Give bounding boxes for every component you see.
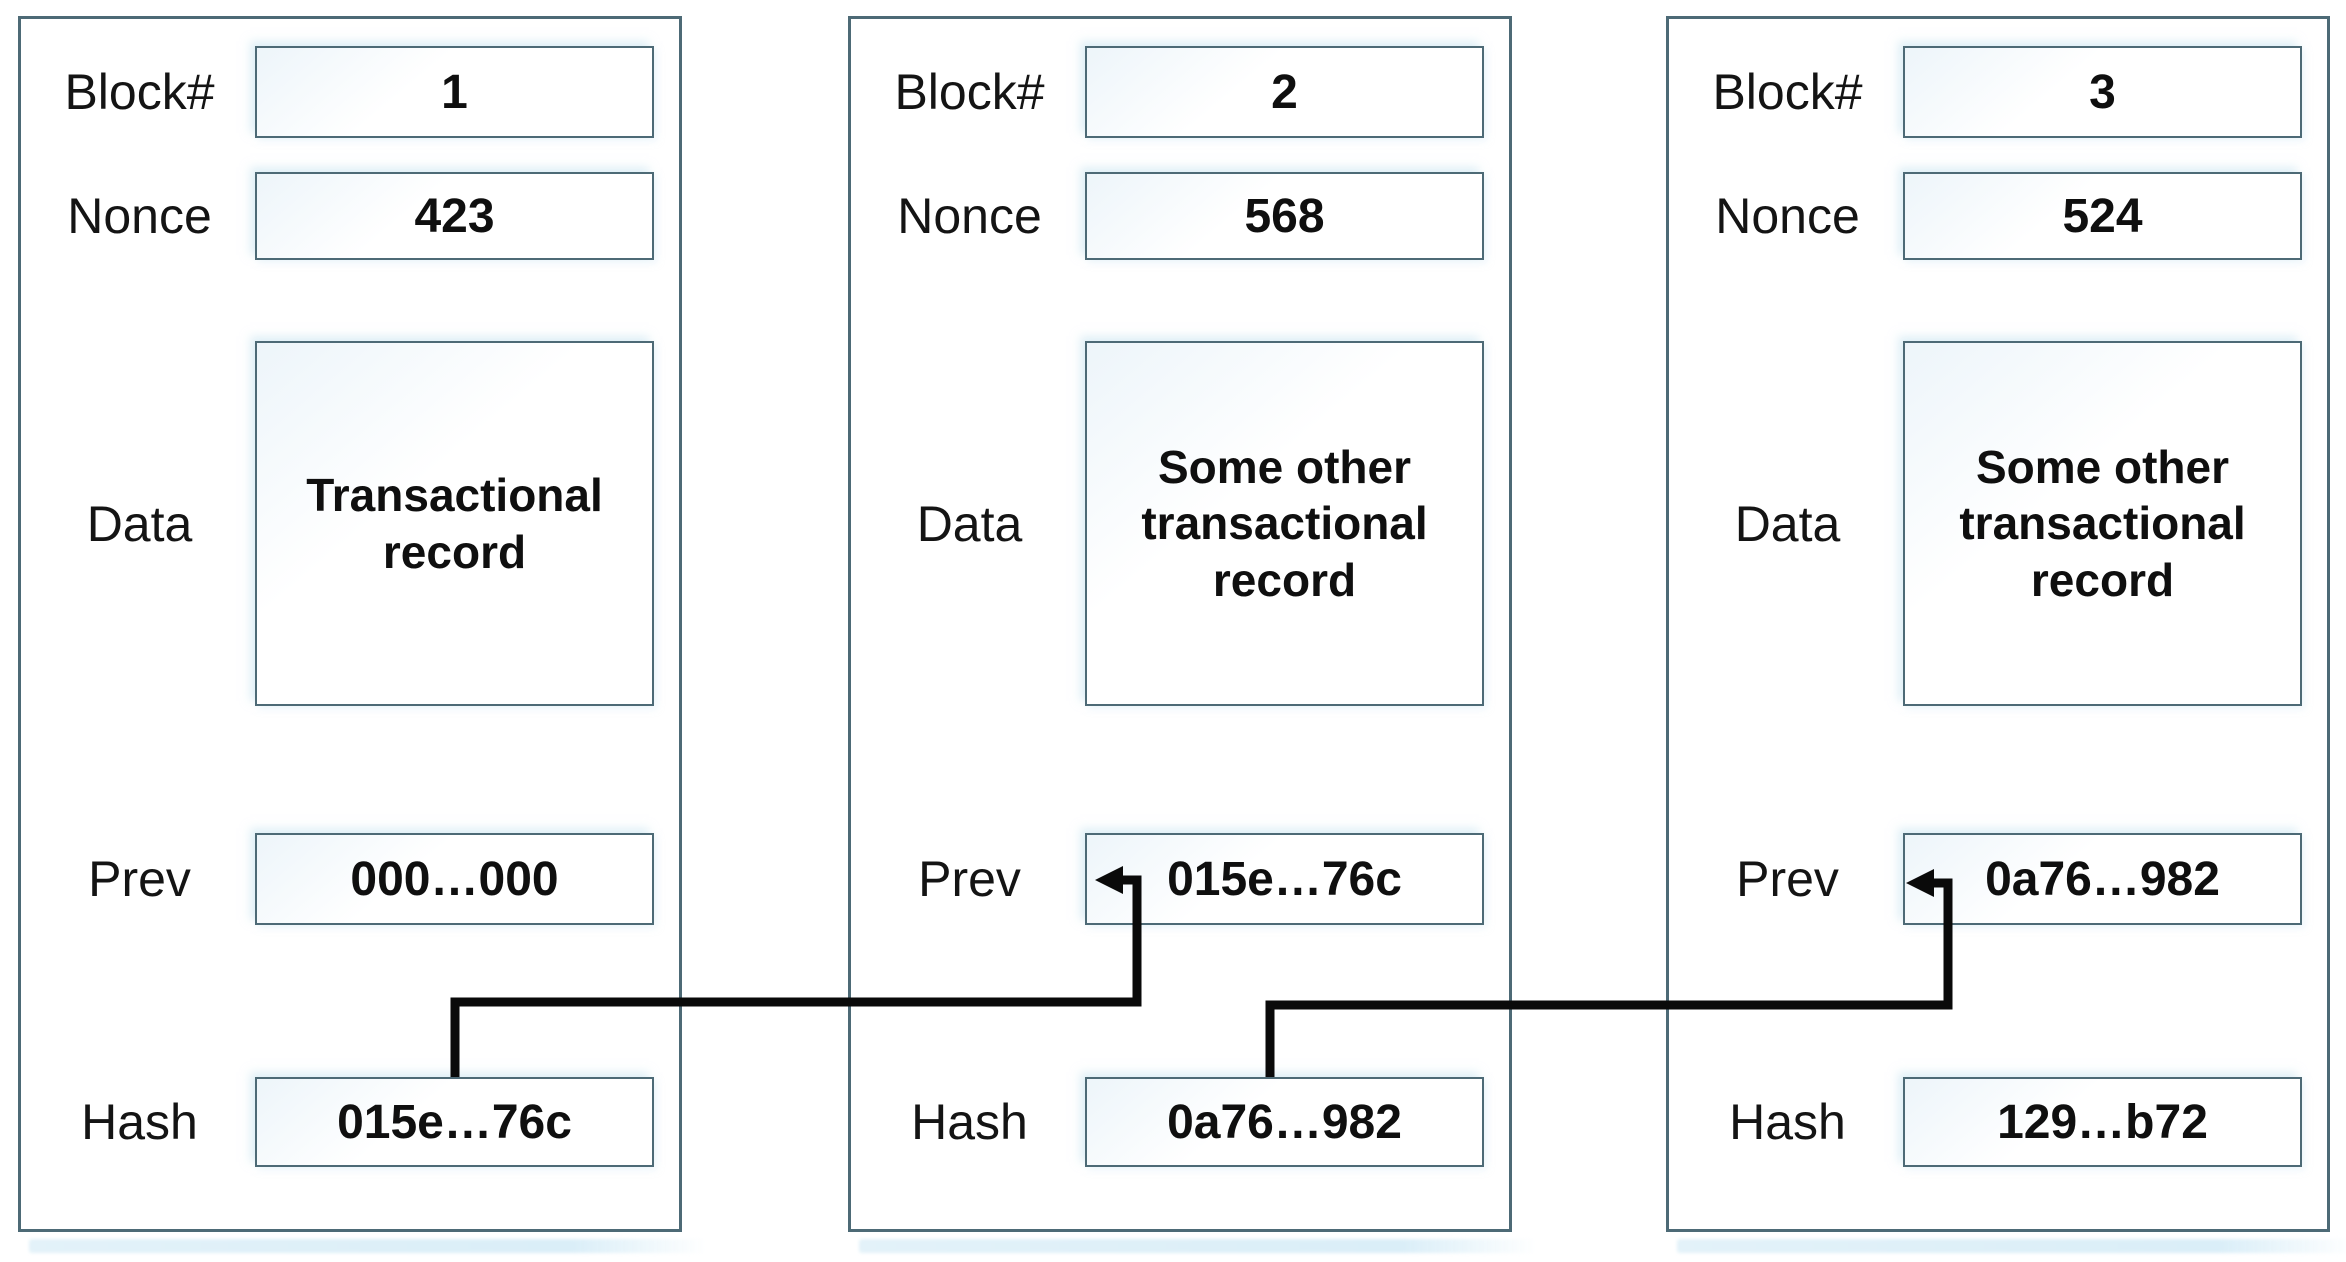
nonce-label: Nonce <box>67 188 212 244</box>
block-2: Block# 2 Nonce 568 Data Some other trans… <box>848 16 1512 1232</box>
block-number-field: 3 <box>1903 46 2302 138</box>
prev-hash-field: 0a76…982 <box>1903 833 2302 925</box>
nonce-label: Nonce <box>897 188 1042 244</box>
hash-label: Hash <box>81 1094 198 1150</box>
data-label: Data <box>1734 495 1841 552</box>
nonce-field: 568 <box>1085 172 1484 260</box>
block-1: Block# 1 Nonce 423 Data Transactional re… <box>18 16 682 1232</box>
nonce-label: Nonce <box>1715 188 1860 244</box>
hash-field: 0a76…982 <box>1085 1077 1484 1167</box>
data-field: Some other transactional record <box>1903 341 2302 706</box>
hash-label: Hash <box>1729 1094 1846 1150</box>
nonce-field: 423 <box>255 172 654 260</box>
prev-label: Prev <box>88 851 191 907</box>
data-field: Some other transactional record <box>1085 341 1484 706</box>
block-number-label: Block# <box>894 64 1045 120</box>
block-number-field: 2 <box>1085 46 1484 138</box>
block-number-field: 1 <box>255 46 654 138</box>
block-number-label: Block# <box>64 64 215 120</box>
data-label: Data <box>86 495 193 552</box>
hash-field: 015e…76c <box>255 1077 654 1167</box>
hash-label: Hash <box>911 1094 1028 1150</box>
nonce-field: 524 <box>1903 172 2302 260</box>
prev-hash-field: 000…000 <box>255 833 654 925</box>
prev-label: Prev <box>1736 851 1839 907</box>
block-3: Block# 3 Nonce 524 Data Some other trans… <box>1666 16 2330 1232</box>
prev-label: Prev <box>918 851 1021 907</box>
block-number-label: Block# <box>1712 64 1863 120</box>
prev-hash-field: 015e…76c <box>1085 833 1484 925</box>
hash-field: 129…b72 <box>1903 1077 2302 1167</box>
data-label: Data <box>916 495 1023 552</box>
data-field: Transactional record <box>255 341 654 706</box>
